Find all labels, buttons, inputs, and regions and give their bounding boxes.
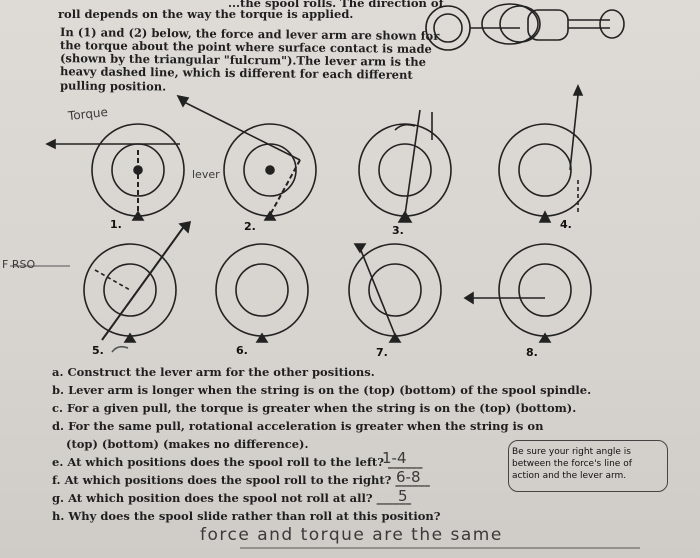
margin-note: Be sure your right angle is between the … — [512, 447, 632, 481]
question-e: e. At which positions does the spool rol… — [52, 456, 423, 469]
position-label-2: 2. — [244, 220, 256, 233]
question-a-text: Construct the lever arm for the other po… — [67, 365, 375, 379]
question-f-letter: f. — [52, 473, 61, 487]
question-c-letter: c. — [52, 401, 64, 415]
spool-3 — [358, 109, 452, 223]
intro-line-0: ...the spool rolls. The direction of — [228, 0, 444, 10]
position-label-4: 4. — [560, 218, 572, 231]
answer-e: 1-4 — [382, 449, 407, 467]
question-d-options-text: (top) (bottom) (makes no difference). — [66, 437, 309, 451]
question-g: g. At which position does the spool not … — [52, 492, 411, 505]
margin-note-box — [508, 440, 668, 492]
spool-5 — [83, 220, 192, 343]
question-b-letter: b. — [52, 383, 65, 397]
question-c: c. For a given pull, the torque is great… — [52, 402, 576, 415]
question-f: f. At which positions does the spool rol… — [52, 474, 430, 487]
question-d-text: For the same pull, rotational accelerati… — [68, 419, 544, 433]
intro-line-1: roll depends on the way the torque is ap… — [58, 7, 354, 21]
position-label-7: 7. — [376, 346, 388, 359]
spool-6 — [215, 243, 309, 343]
question-c-text: For a given pull, the torque is greater … — [67, 401, 577, 415]
answer-g: 5 — [398, 487, 408, 505]
spool-4 — [498, 84, 592, 223]
question-g-letter: g. — [52, 491, 65, 505]
question-d: d. For the same pull, rotational acceler… — [52, 420, 543, 433]
answer-h: force and torque are the same — [200, 525, 503, 545]
question-f-text: At which positions does the spool roll t… — [64, 473, 430, 487]
question-g-text: At which position does the spool not rol… — [68, 491, 412, 505]
position-label-6: 6. — [236, 344, 248, 357]
side-note: F RSO — [2, 258, 36, 271]
spool-8 — [463, 243, 592, 343]
answer-f: 6-8 — [396, 468, 421, 486]
position-label-1: 1. — [110, 218, 122, 231]
position-label-3: 3. — [392, 224, 404, 237]
question-b-text: Lever arm is longer when the string is o… — [68, 383, 592, 397]
question-d-letter: d. — [52, 419, 65, 433]
question-b: b. Lever arm is longer when the string i… — [52, 384, 591, 397]
spool-illustration — [425, 5, 471, 51]
question-a-letter: a. — [52, 365, 64, 379]
spool-1 — [45, 123, 185, 221]
question-h-letter: h. — [52, 509, 65, 523]
spool-7 — [348, 243, 442, 343]
spool-2 — [176, 94, 317, 221]
position-label-8: 8. — [526, 346, 538, 359]
question-a: a. Construct the lever arm for the other… — [52, 366, 375, 379]
question-e-text: At which positions does the spool roll t… — [67, 455, 423, 469]
question-e-letter: e. — [52, 455, 64, 469]
position-label-5: 5. — [92, 344, 104, 357]
question-h-text: Why does the spool slide rather than rol… — [68, 509, 441, 523]
question-h: h. Why does the spool slide rather than … — [52, 510, 440, 523]
lever-label: lever — [192, 168, 220, 181]
question-d-options: (top) (bottom) (makes no difference). — [66, 438, 309, 451]
